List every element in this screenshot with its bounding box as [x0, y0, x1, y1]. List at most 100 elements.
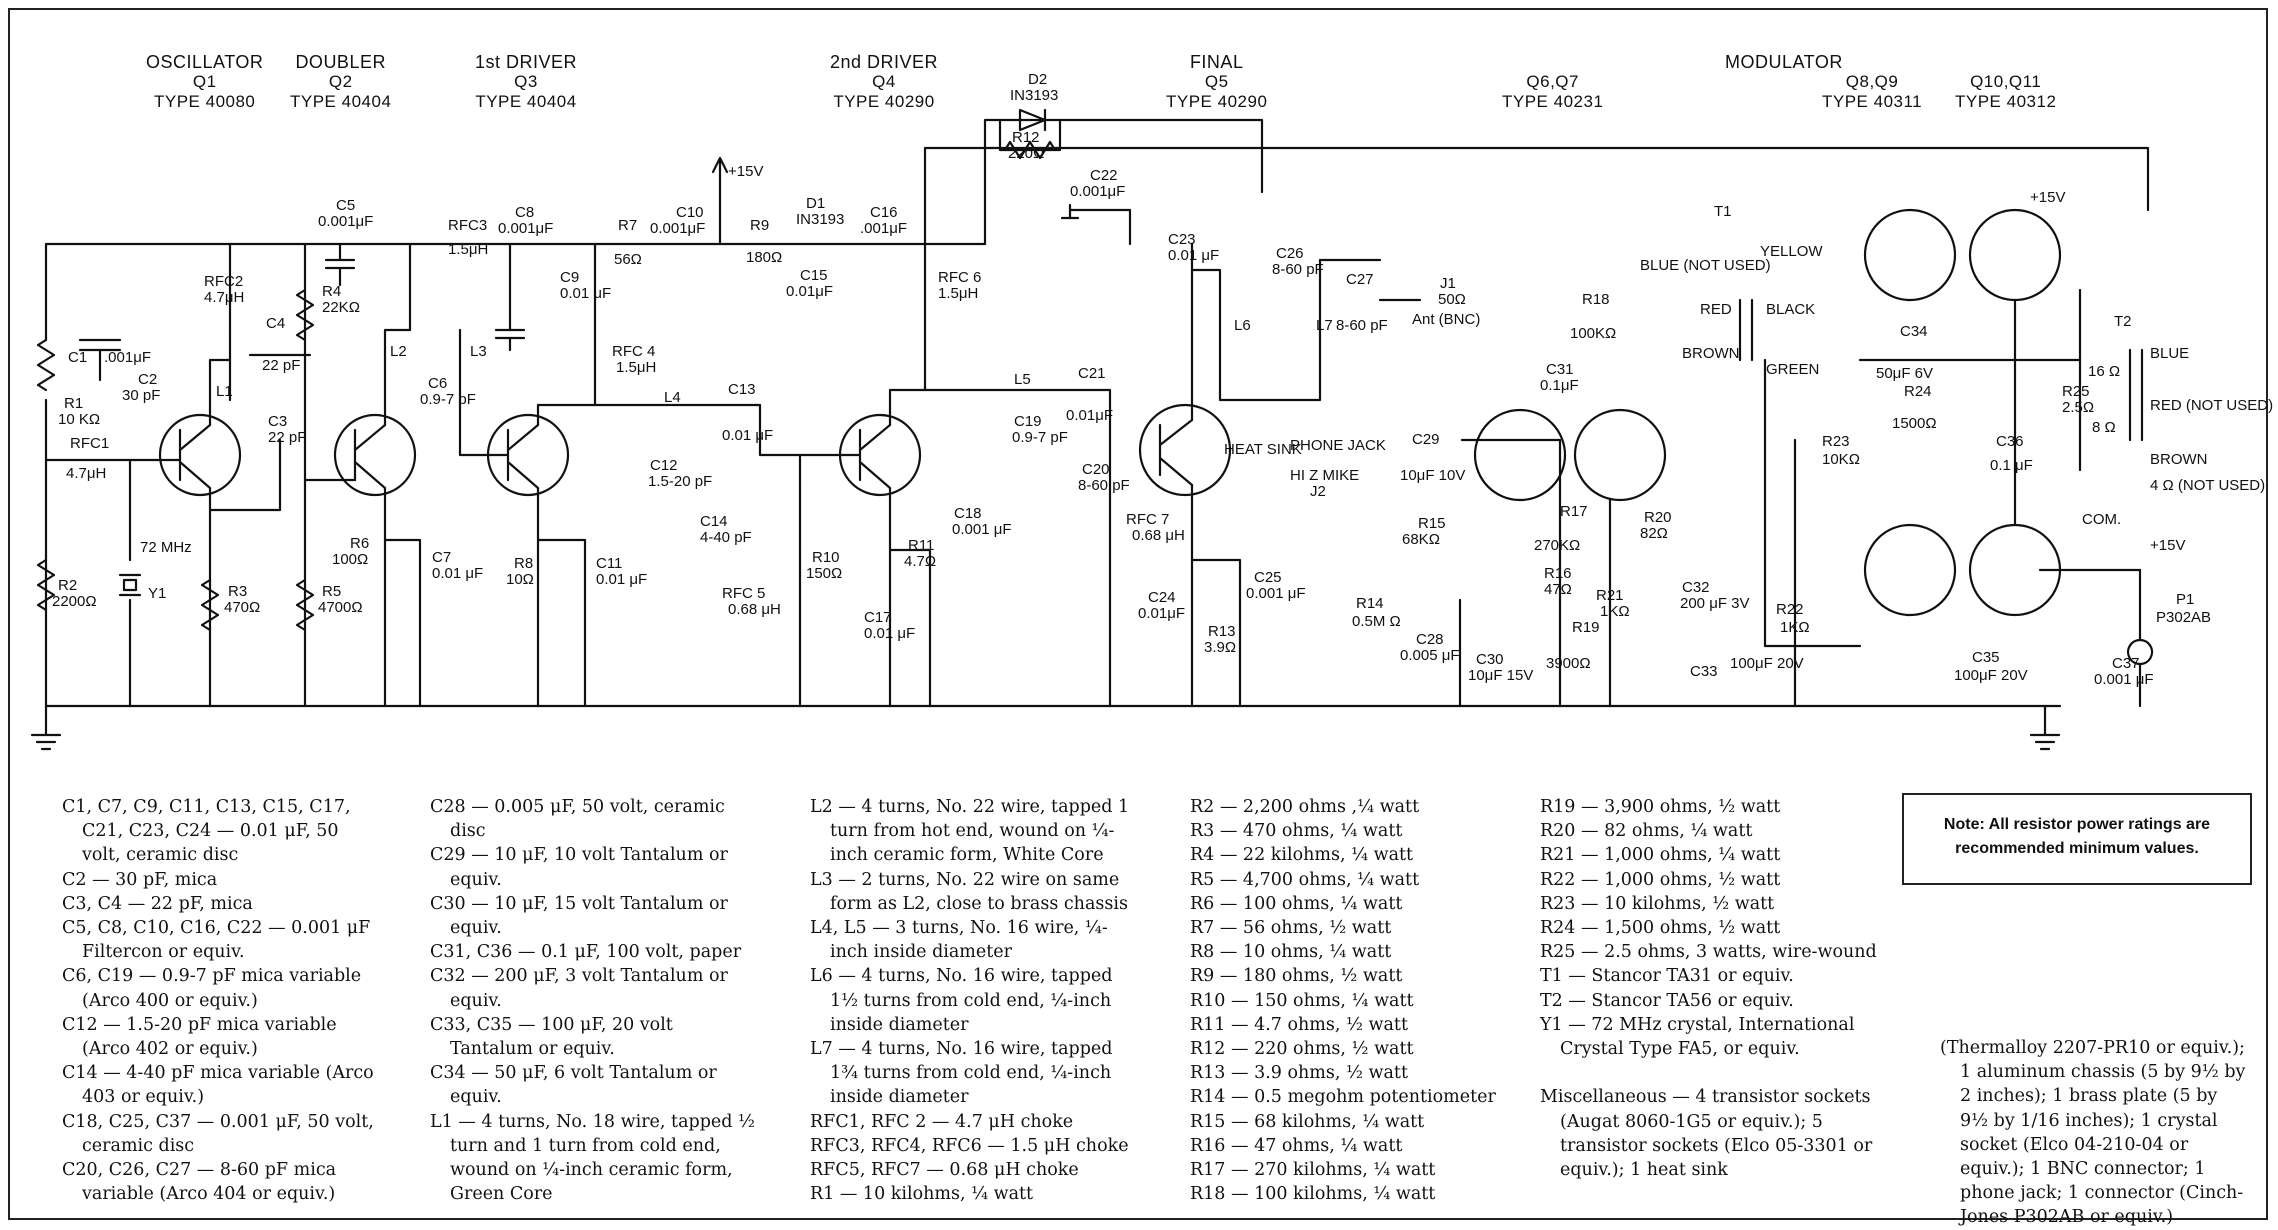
mod-bus [1458, 438, 1612, 708]
label-brown-t2: BROWN [2150, 451, 2208, 468]
label-c13: C13 [728, 381, 756, 398]
osc-collector [208, 358, 232, 427]
label-c5-val: 0.001μF [318, 213, 374, 230]
parts-list-entry: T1 — Stancor TA31 or equiv. [1540, 966, 1794, 987]
label-j1-val: 50Ω [1438, 291, 1466, 308]
label-16-ohm: 16 Ω [2088, 363, 2121, 380]
parts-list-entry: L2 — 4 turns, No. 22 wire, tapped 1 turn… [810, 797, 1130, 866]
driver1-coll [536, 242, 597, 427]
parts-list-entry: C2 — 30 pF, mica [62, 869, 218, 890]
parts-list-entry: RFC1, RFC 2 — 4.7 μH choke [810, 1111, 1074, 1132]
label-l6: L6 [1234, 317, 1251, 334]
parts-list-entry [1540, 1061, 1880, 1085]
label-r22-val: 1KΩ [1780, 619, 1810, 636]
parts-list-entry: C14 — 4-40 pF mica variable (Arco 403 or… [62, 1063, 374, 1108]
label-c14: C14 [700, 513, 728, 530]
label-c31-val: 0.1μF [1540, 377, 1579, 394]
label-c21-val: 0.01μF [1066, 407, 1113, 424]
q10-transistor [1863, 523, 1957, 617]
parts-list-entry: R19 — 3,900 ohms, ½ watt [1540, 797, 1781, 817]
label-c7-val: 0.01 μF [432, 565, 484, 582]
parts-list-entry: C3, C4 — 22 pF, mica [62, 893, 253, 914]
ground-right [2029, 704, 2061, 751]
label-r19: R19 [1572, 619, 1600, 636]
label-c4: C4 [266, 315, 286, 332]
label-c26: C26 [1276, 245, 1304, 262]
label-c13-val: 0.01 μF [722, 427, 774, 444]
driver1-emit [536, 486, 587, 708]
label-r13-val: 3.9Ω [1204, 639, 1237, 656]
label-4-ohm: 4 Ω (NOT USED) [2150, 477, 2266, 494]
parts-list-entry: R25 — 2.5 ohms, 3 watts, wire-wound [1540, 942, 1877, 963]
parts-list-entry: R7 — 56 ohms, ½ watt [1190, 918, 1392, 939]
label-j1: J1 [1440, 275, 1456, 292]
label-j2: J2 [1310, 483, 1326, 500]
label-c22-val: 0.001μF [1070, 183, 1126, 200]
label-c12: C12 [650, 457, 678, 474]
parts-list-entry: R1 — 10 kilohms, ¼ watt [810, 1184, 1034, 1205]
label-r23: R23 [1822, 433, 1850, 450]
label-c31: C31 [1546, 361, 1574, 378]
label-r19-val: 3900Ω [1546, 655, 1591, 672]
label-c29-val: 10μF 10V [1400, 467, 1466, 484]
header-modulator: MODULATOR [1725, 52, 1843, 72]
crystal-y1 [118, 458, 142, 708]
label-brown: BROWN [1682, 345, 1740, 362]
l1 [228, 328, 312, 402]
parts-list-entry: RFC5, RFC7 — 0.68 μH choke [810, 1160, 1079, 1181]
parts-list-entry: C30 — 10 μF, 15 volt Tantalum or equiv. [430, 893, 728, 939]
label-d2: D2 [1028, 71, 1048, 88]
parts-list-entry: (Thermalloy 2207-PR10 or equiv.); 1 alum… [1940, 1038, 2246, 1228]
label-hi-z-mike: HI Z MIKE [1290, 467, 1360, 484]
label-r20-val: 82Ω [1640, 525, 1668, 542]
label-r4-val: 22KΩ [322, 299, 360, 316]
final-transistor [1138, 403, 1232, 497]
parts-list-entry: R6 — 100 ohms, ¼ watt [1190, 893, 1403, 914]
parts-list-entry: R17 — 270 kilohms, ¼ watt [1190, 1160, 1436, 1181]
label-blue: BLUE [2150, 345, 2190, 362]
label-c25-val: 0.001 μF [1246, 585, 1306, 602]
label-8-ohm: 8 Ω [2092, 419, 2116, 436]
label-r11: R11 [908, 537, 935, 554]
label-l5: L5 [1014, 371, 1031, 388]
label-c32: C32 [1682, 579, 1710, 596]
d2-path [983, 118, 1264, 246]
label-rfc2-val: 4.7μH [204, 289, 245, 306]
parts-list-entry: R20 — 82 ohms, ¼ watt [1540, 821, 1753, 842]
label-heat-sink: HEAT SINK [1224, 441, 1302, 458]
label-rfc1: RFC1 [70, 435, 110, 452]
label-r2-val: 2200Ω [52, 593, 97, 610]
label-r5: R5 [322, 583, 342, 600]
parts-list-entry: C6, C19 — 0.9-7 pF mica variable (Arco 4… [62, 966, 362, 1011]
l5-line [923, 388, 1112, 708]
parts-list-entry: C1, C7, C9, C11, C13, C15, C17, C21, C23… [62, 797, 351, 866]
label-r24-val: 1500Ω [1892, 415, 1937, 432]
parts-list-entry: C5, C8, C10, C16, C22 — 0.001 μF Filterc… [62, 918, 371, 963]
label-yellow: YELLOW [1760, 243, 1823, 260]
parts-list-entry: R3 — 470 ohms, ¼ watt [1190, 821, 1403, 842]
label-c16: C16 [870, 204, 898, 221]
supply-arrow [711, 156, 729, 246]
label-c17-val: 0.01 μF [864, 625, 916, 642]
label-r8: R8 [514, 555, 534, 572]
label-r1-val: 10 KΩ [58, 411, 101, 428]
parts-list-entry: R22 — 1,000 ohms, ½ watt [1540, 869, 1781, 890]
label-d1: D1 [806, 195, 826, 212]
label-r2: R2 [58, 577, 78, 594]
label-r12-val: 220Ω [1008, 145, 1045, 162]
q6-transistor [1473, 408, 1567, 502]
doubler-transistor [333, 413, 417, 497]
label-rfc6-val: 1.5μH [938, 285, 979, 302]
label-r23-val: 10KΩ [1822, 451, 1860, 468]
parts-list-entry: R18 — 100 kilohms, ¼ watt [1190, 1184, 1436, 1205]
parts-list-entry: R24 — 1,500 ohms, ½ watt [1540, 918, 1781, 939]
parts-list-entry: C34 — 50 μF, 6 volt Tantalum or equiv. [430, 1063, 717, 1108]
label-r8-val: 10Ω [506, 571, 534, 588]
label-c30-val: 10μF 15V [1468, 667, 1534, 684]
parts-list-entry: RFC3, RFC4, RFC6 — 1.5 μH choke [810, 1135, 1129, 1156]
parts-list-entry: R4 — 22 kilohms, ¼ watt [1190, 845, 1414, 866]
label-c20: C20 [1082, 461, 1110, 478]
